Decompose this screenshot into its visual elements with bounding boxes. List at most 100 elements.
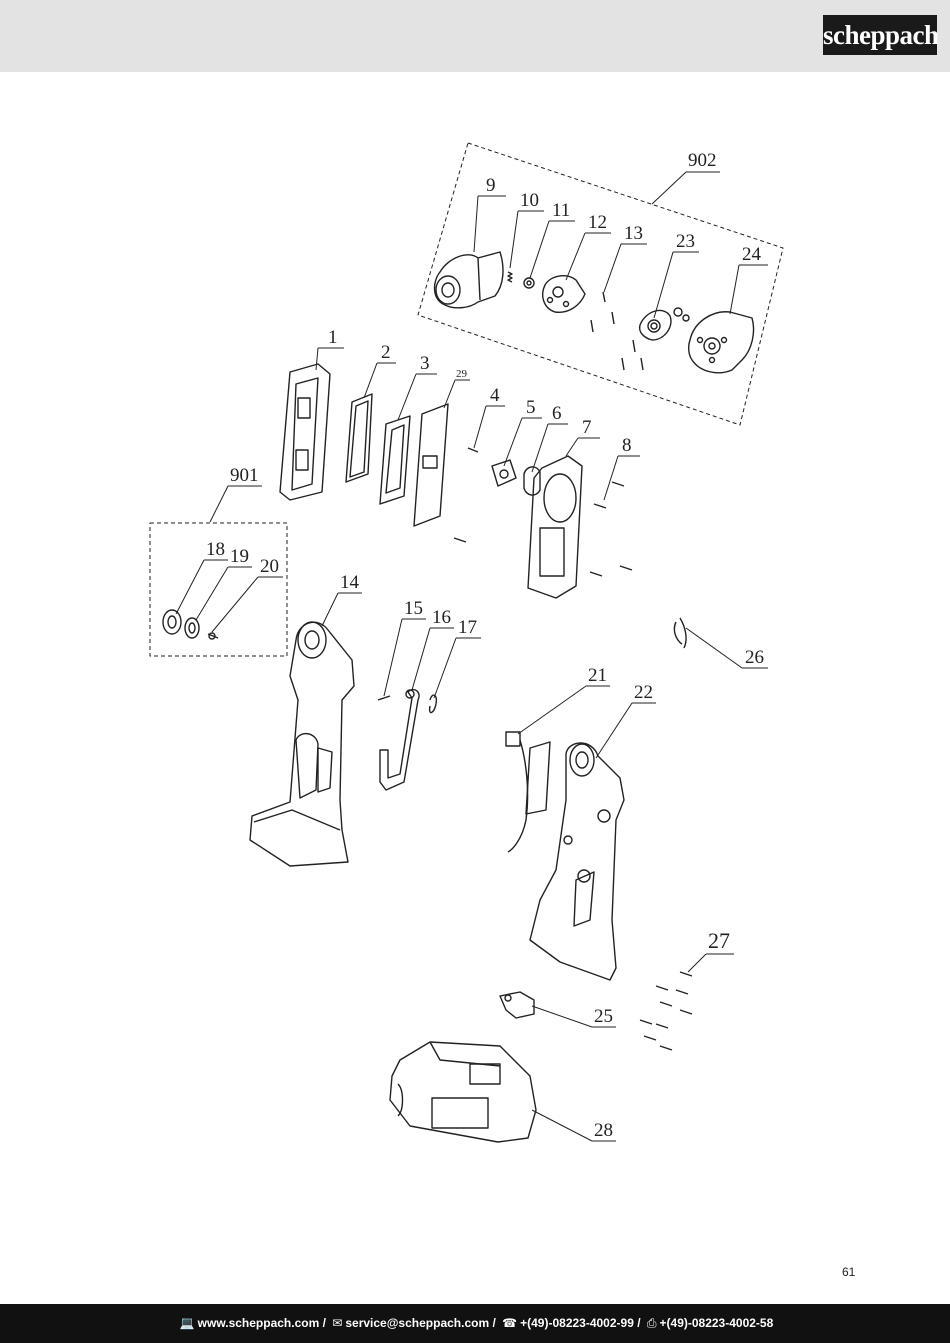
part-7-shape xyxy=(527,455,583,599)
group-901-box xyxy=(149,522,288,657)
part-22-shape xyxy=(529,742,625,981)
part-12-shape xyxy=(542,274,586,313)
part-16-shape xyxy=(379,688,420,791)
leader-10 xyxy=(509,210,544,269)
part-label-3: 3 xyxy=(420,353,430,374)
part-label-13: 13 xyxy=(624,223,643,244)
footer-email[interactable]: service@scheppach.com xyxy=(345,1316,490,1330)
part-label-1: 1 xyxy=(328,327,338,348)
footer-separator: / xyxy=(322,1316,326,1330)
part-29-shape xyxy=(413,403,449,527)
part-label-7: 7 xyxy=(582,417,592,438)
part-26-shape xyxy=(673,617,687,649)
part-label-19: 19 xyxy=(230,546,249,567)
leader-29 xyxy=(443,379,470,409)
part-label-21: 21 xyxy=(588,665,607,686)
leader-18 xyxy=(175,559,228,615)
part-label-5: 5 xyxy=(526,397,536,418)
part-label-902: 902 xyxy=(688,150,717,171)
part-label-9: 9 xyxy=(486,175,496,196)
leader-6 xyxy=(531,423,568,473)
leader-12 xyxy=(565,232,611,281)
part-label-15: 15 xyxy=(404,598,423,619)
part-label-17: 17 xyxy=(458,617,477,638)
leader-4 xyxy=(473,405,505,449)
part-label-28: 28 xyxy=(594,1120,613,1141)
leader-14 xyxy=(321,592,362,627)
footer-separator: / xyxy=(492,1316,496,1330)
part-11-shape xyxy=(523,277,535,289)
part-label-14: 14 xyxy=(340,572,360,593)
part-label-22: 22 xyxy=(634,682,653,703)
part-3-shape xyxy=(379,415,411,505)
part-10-shape xyxy=(507,271,513,283)
part-5-shape xyxy=(491,459,517,487)
part-label-16: 16 xyxy=(432,607,451,628)
part-27-shape xyxy=(639,971,693,1051)
part-label-11: 11 xyxy=(552,200,570,221)
leader-21 xyxy=(517,685,610,735)
footer-website[interactable]: www.scheppach.com xyxy=(197,1316,320,1330)
leader-13 xyxy=(603,243,647,293)
leader-901 xyxy=(209,485,262,523)
part-17-shape xyxy=(428,694,438,714)
leader-17 xyxy=(433,637,481,699)
part-label-10: 10 xyxy=(520,190,539,211)
leader-7 xyxy=(565,437,600,457)
fax-icon: ⎙ xyxy=(646,1316,657,1330)
part-label-8: 8 xyxy=(622,435,632,456)
leader-25 xyxy=(531,1005,616,1028)
leader-902 xyxy=(651,171,720,205)
leader-22 xyxy=(595,702,656,759)
leader-20 xyxy=(211,576,283,633)
part-9-shape xyxy=(433,251,504,309)
envelope-icon: ✉ xyxy=(332,1316,343,1330)
footer-phone: +(49)-08223-4002-99 xyxy=(520,1316,634,1330)
part-1-shape xyxy=(279,363,331,501)
page-number: 61 xyxy=(842,1265,856,1279)
part-label-27: 27 xyxy=(708,928,730,953)
leader-1 xyxy=(315,347,344,371)
leader-8 xyxy=(603,455,640,501)
leader-9 xyxy=(473,195,506,253)
leader-11 xyxy=(529,220,575,279)
part-23-shape xyxy=(638,307,690,341)
laptop-icon: 💻 xyxy=(179,1316,195,1330)
leader-2 xyxy=(363,362,396,399)
part-2-shape xyxy=(345,393,373,483)
part-label-25: 25 xyxy=(594,1006,613,1027)
part-label-24: 24 xyxy=(742,244,762,265)
part-4-shape xyxy=(453,447,479,543)
leader-24 xyxy=(729,264,768,315)
part-label-2: 2 xyxy=(381,342,391,363)
group-902-box xyxy=(417,142,784,426)
part-label-12: 12 xyxy=(588,212,607,233)
part-label-901: 901 xyxy=(230,465,259,486)
part-19-shape xyxy=(184,617,200,639)
leader-23 xyxy=(653,251,699,319)
part-28-shape xyxy=(389,1041,537,1143)
leader-27 xyxy=(687,953,734,973)
part-6-shape xyxy=(523,466,541,496)
part-label-18: 18 xyxy=(206,539,225,560)
part-15-shape xyxy=(377,695,391,701)
part-8-shape xyxy=(589,481,633,577)
page-footer: 💻www.scheppach.com / ✉service@scheppach.… xyxy=(0,1304,950,1343)
footer-fax: +(49)-08223-4002-58 xyxy=(659,1316,774,1330)
part-label-26: 26 xyxy=(745,647,764,668)
part-24-shape xyxy=(687,311,755,374)
leader-3 xyxy=(397,373,437,421)
part-25-shape xyxy=(499,991,535,1019)
part-21-shape xyxy=(505,731,551,853)
leader-26 xyxy=(685,627,768,669)
part-label-20: 20 xyxy=(260,556,279,577)
part-20-shape xyxy=(207,632,219,640)
phone-icon: ☎ xyxy=(502,1316,518,1330)
leader-19 xyxy=(195,566,252,621)
part-13-shape xyxy=(590,291,644,371)
part-18-shape xyxy=(162,609,182,635)
page-header: scheppach xyxy=(0,0,950,72)
part-label-6: 6 xyxy=(552,403,562,424)
footer-separator: / xyxy=(637,1316,641,1330)
